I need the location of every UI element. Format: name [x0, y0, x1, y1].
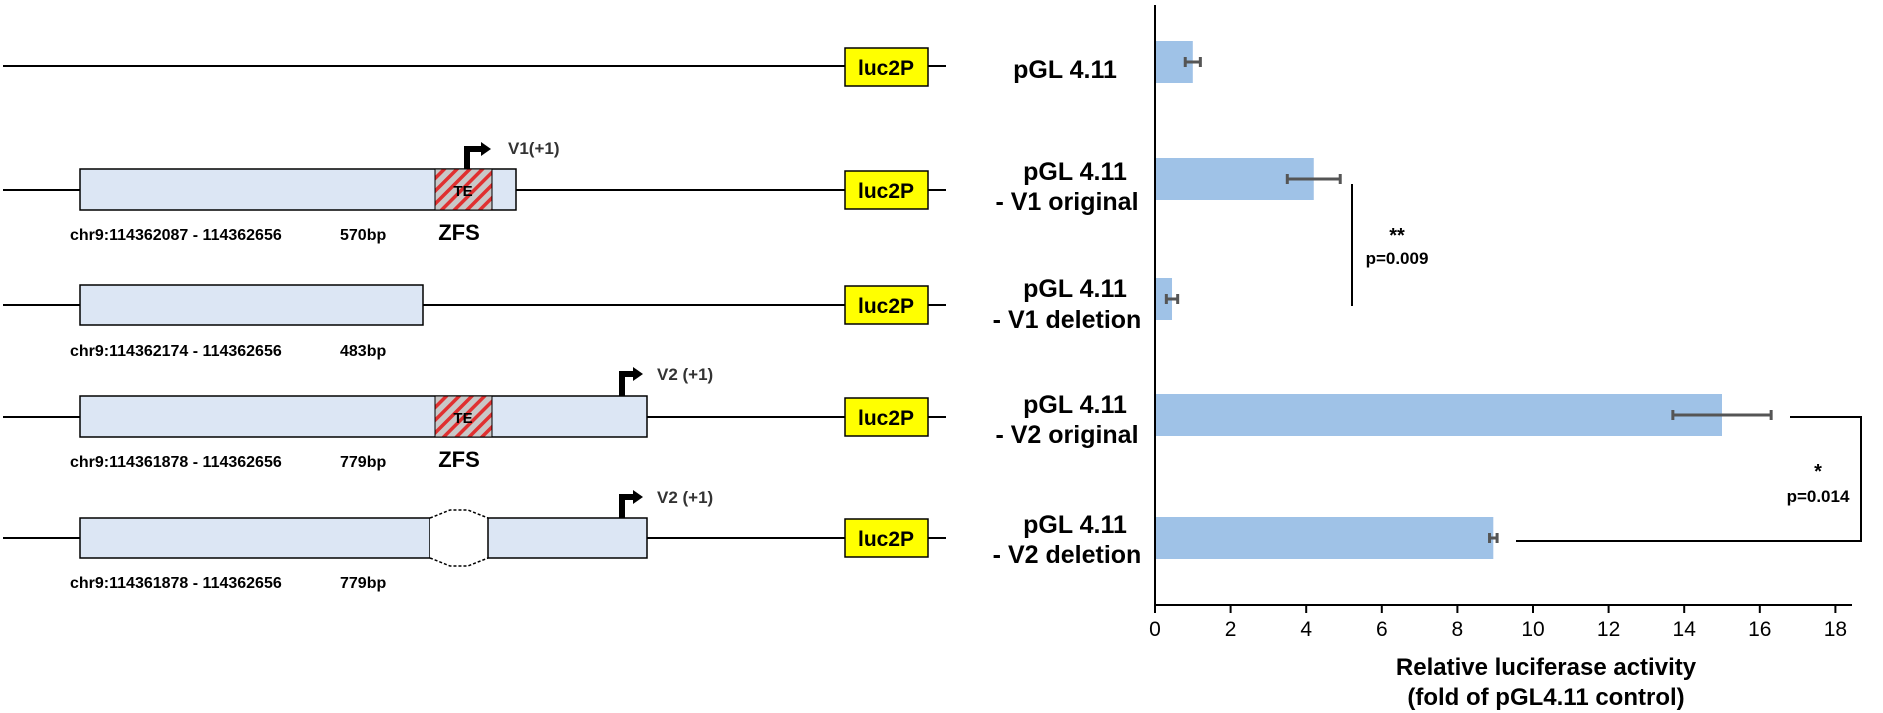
construct-schematics: luc2P TE V1(+1) ZFS chr9:114362087 - 114…: [3, 47, 946, 592]
length-label: 570bp: [340, 227, 386, 244]
promoter-box: [79, 395, 648, 438]
construct-sublabel: - V2 original: [995, 421, 1138, 449]
bars-layer: [1155, 41, 1722, 559]
bar: [1155, 517, 1494, 559]
construct-label: pGL 4.11: [1023, 511, 1127, 539]
construct-v1-deletion: chr9:114362174 - 114362656 483bp luc2P: [3, 284, 946, 360]
reporter-label: luc2P: [858, 180, 914, 203]
error-bars-layer: [1164, 57, 1773, 543]
reporter-label: luc2P: [858, 528, 914, 551]
tss-arrowhead-icon: [481, 142, 491, 156]
construct-label: pGL 4.11: [1023, 158, 1127, 186]
x-tick-label: 6: [1376, 618, 1388, 641]
coords-label: chr9:114361878 - 114362656: [70, 575, 282, 592]
construct-label: pGL 4.11: [1023, 275, 1127, 303]
tss-label: V2 (+1): [657, 365, 713, 384]
reporter-label: luc2P: [858, 407, 914, 430]
construct-sublabel: - V1 original: [995, 188, 1138, 216]
tss-label: V2 (+1): [657, 488, 713, 507]
reporter-box: [844, 170, 929, 210]
x-tick-label: 14: [1673, 618, 1697, 641]
promoter-box-left: [79, 517, 431, 559]
x-axis-subtitle: (fold of pGL4.11 control): [1407, 684, 1684, 711]
length-label: 779bp: [340, 454, 386, 471]
coords-label: chr9:114361878 - 114362656: [70, 454, 282, 471]
construct-label: pGL 4.11: [1023, 391, 1127, 419]
coords-label: chr9:114362087 - 114362656: [70, 227, 282, 244]
significance-p-value: p=0.009: [1366, 249, 1429, 268]
promoter-box: [79, 284, 424, 326]
reporter-label: luc2P: [858, 57, 914, 80]
construct-labels: pGL 4.11 pGL 4.11 - V1 original pGL 4.11…: [993, 56, 1142, 569]
x-tick-label: 10: [1521, 618, 1544, 641]
x-tick-label: 12: [1597, 618, 1620, 641]
tss-arrow-icon: [619, 371, 634, 396]
tss-arrow-icon: [464, 146, 482, 169]
construct-empty: luc2P: [3, 47, 946, 87]
significance-bracket: [1516, 416, 1862, 542]
x-tick-label: 4: [1300, 618, 1312, 641]
x-tick-label: 8: [1452, 618, 1464, 641]
construct-v2-deletion: V2 (+1) chr9:114361878 - 114362656 779bp…: [3, 488, 946, 592]
promoter-box-right: [487, 517, 648, 559]
length-label: 779bp: [340, 575, 386, 592]
x-ticks-layer: 0 2 4 6 8 10 12 14 16 18: [1149, 605, 1847, 641]
x-tick-label: 18: [1824, 618, 1847, 641]
x-tick-label: 16: [1748, 618, 1771, 641]
te-label: TE: [453, 410, 472, 427]
te-element: [434, 168, 493, 211]
significance-stars: *: [1814, 461, 1822, 483]
reporter-box: [844, 285, 929, 325]
reporter-label: luc2P: [858, 295, 914, 318]
construct-v1-original: TE V1(+1) ZFS chr9:114362087 - 114362656…: [3, 139, 946, 245]
deletion-gap: [430, 518, 488, 558]
te-label: TE: [453, 183, 472, 200]
tss-arrowhead-icon: [633, 367, 643, 381]
construct-sublabel: - V1 deletion: [993, 306, 1142, 334]
bar: [1155, 278, 1173, 320]
zfs-label: ZFS: [438, 220, 480, 245]
x-tick-label: 0: [1149, 618, 1161, 641]
significance-layer: ** p=0.009 * p=0.014: [1351, 184, 1862, 542]
x-axis-title: Relative luciferase activity: [1396, 654, 1697, 681]
construct-label: pGL 4.11: [1013, 56, 1117, 84]
construct-v2-original: TE V2 (+1) ZFS chr9:114361878 - 11436265…: [3, 365, 946, 472]
zfs-label: ZFS: [438, 447, 480, 472]
significance-p-value: p=0.014: [1787, 487, 1850, 506]
coords-label: chr9:114362174 - 114362656: [70, 343, 282, 360]
x-tick-label: 2: [1225, 618, 1237, 641]
tss-label: V1(+1): [508, 139, 560, 158]
tss-arrow-icon: [619, 494, 634, 518]
tss-arrowhead-icon: [633, 490, 643, 504]
construct-sublabel: - V2 deletion: [993, 541, 1142, 569]
bar-chart: 0 2 4 6 8 10 12 14 16 18 ** p=0.009 * p=0.014 Relati…: [1149, 5, 1862, 711]
length-label: 483bp: [340, 343, 386, 360]
significance-stars: **: [1389, 225, 1405, 247]
deletion-outline: [429, 509, 489, 567]
te-element: [434, 395, 493, 438]
bar: [1155, 394, 1722, 436]
